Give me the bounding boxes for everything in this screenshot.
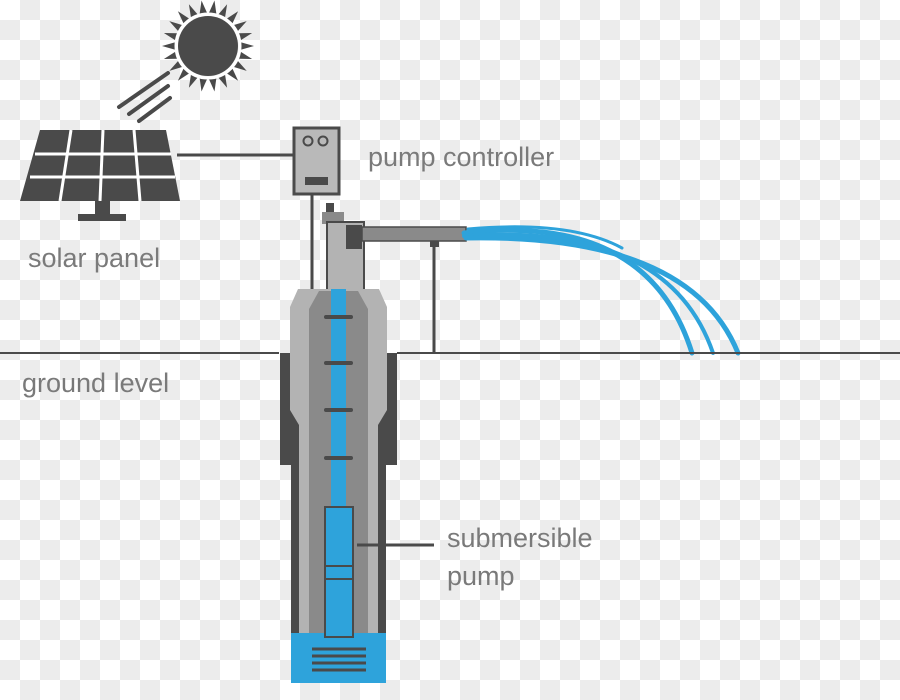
sun-ray	[169, 21, 183, 32]
outlet-pipe	[322, 203, 467, 353]
submersible-pump-icon	[312, 506, 366, 672]
sun-ray	[208, 77, 217, 92]
submersible-pump-label-line2: pump	[447, 561, 515, 591]
sun-ray	[218, 4, 228, 18]
sun-ray	[162, 42, 176, 50]
sun-icon	[162, 0, 254, 92]
sun-ray	[199, 77, 208, 92]
sun-ray	[199, 0, 208, 15]
sun-ray	[188, 74, 198, 88]
sun-beams-icon	[117, 71, 172, 123]
sun-ray	[169, 60, 183, 71]
sun-ray	[240, 42, 254, 50]
sun-ray	[208, 0, 217, 15]
water-stream	[461, 225, 741, 356]
sun-ray	[218, 74, 228, 88]
solar-panel-label: solar panel	[28, 243, 161, 273]
pump-controller-icon	[292, 126, 341, 196]
sun-ray	[238, 51, 253, 59]
riser-pipe	[324, 289, 353, 511]
submersible-pump-label-line1: submersible	[447, 523, 593, 553]
sun-ray	[163, 33, 178, 41]
sun-ray	[188, 4, 198, 18]
solar-panel-icon	[20, 129, 180, 221]
sun-ray	[238, 33, 253, 41]
ground-level-label: ground level	[22, 368, 170, 398]
sun-ray	[163, 51, 178, 59]
sun-ray	[233, 21, 247, 32]
pump-controller-label: pump controller	[368, 142, 555, 172]
sun-ray	[233, 60, 247, 71]
